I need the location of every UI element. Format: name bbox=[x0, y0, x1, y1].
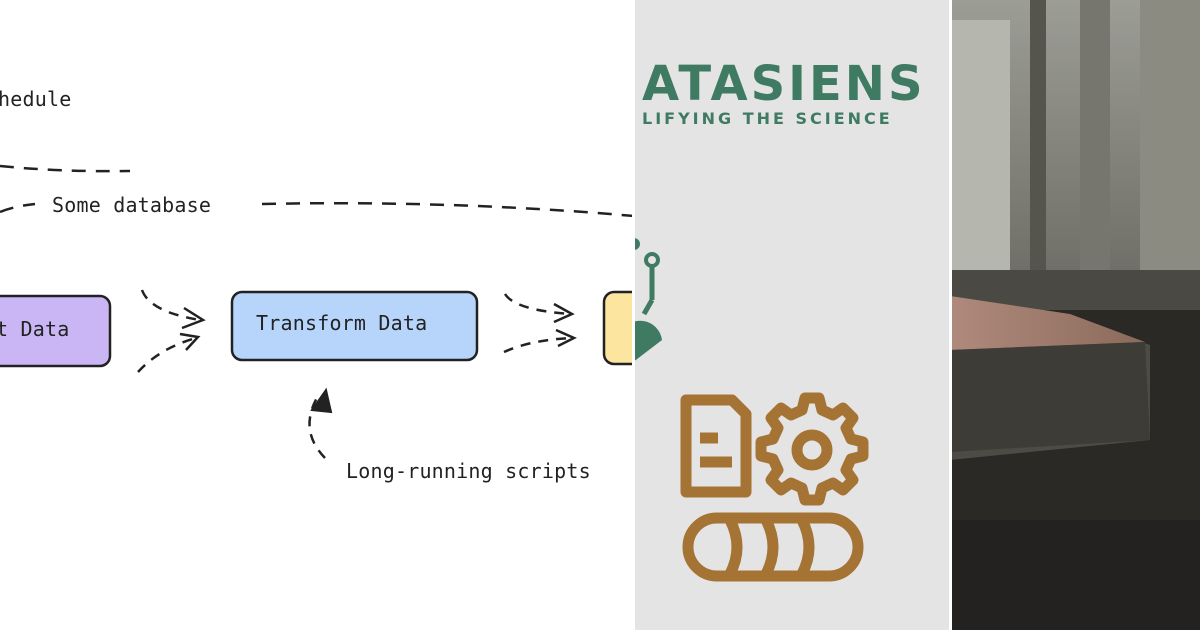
brand-tagline: LIFYING THE SCIENCE bbox=[642, 109, 893, 128]
database-dashed-arc-left bbox=[0, 202, 36, 214]
arrow-head-load-bottom bbox=[555, 328, 577, 348]
logo-svg: ATASIENS LIFYING THE SCIENCE bbox=[634, 56, 926, 582]
database-dashed-arc-right bbox=[261, 201, 634, 218]
logo-panel: ATASIENS LIFYING THE SCIENCE bbox=[634, 0, 950, 630]
green-circuit-icon bbox=[634, 238, 662, 362]
schedule-label: hedule bbox=[0, 87, 71, 111]
arrow-scripts bbox=[308, 395, 326, 459]
arrow-transform-load-bottom bbox=[503, 336, 573, 354]
brand-wordmark: ATASIENS bbox=[642, 56, 926, 112]
pipeline-sketch-panel: hedule Some database t Data Transform Da… bbox=[0, 87, 634, 483]
arrow-extract-transform-bottom bbox=[137, 336, 197, 373]
photo-panel bbox=[950, 0, 1200, 630]
pipeline-sketch-svg: hedule Some database t Data Transform Da… bbox=[0, 87, 634, 483]
transform-data-box bbox=[230, 290, 479, 362]
database-label: Some database bbox=[52, 193, 211, 217]
arrow-head-scripts bbox=[310, 387, 333, 414]
arrow-head-bottom bbox=[179, 332, 201, 351]
extract-data-label: t Data bbox=[0, 317, 69, 341]
arrow-head-top bbox=[181, 306, 206, 330]
book-photo bbox=[950, 0, 1200, 630]
schedule-dashed-line bbox=[0, 164, 131, 173]
arrow-extract-transform-top bbox=[140, 289, 201, 322]
transform-data-label: Transform Data bbox=[256, 311, 427, 335]
arrow-head-load-top bbox=[553, 302, 575, 324]
scripts-label: Long-running scripts bbox=[346, 459, 591, 483]
arrow-transform-load-top bbox=[503, 293, 571, 316]
load-data-box bbox=[602, 290, 634, 366]
panel-divider-1 bbox=[632, 0, 635, 630]
panel-divider-2 bbox=[949, 0, 952, 630]
document-gear-pipe-icon bbox=[680, 392, 869, 582]
extract-data-box bbox=[0, 294, 112, 368]
